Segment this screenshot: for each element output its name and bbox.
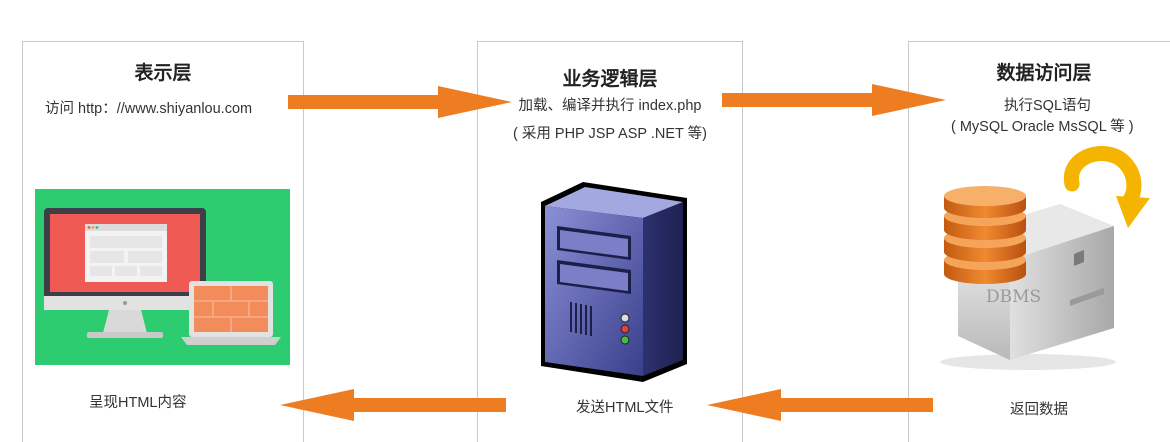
refresh-arrow-icon — [1064, 146, 1150, 228]
business-layer-line2: ( 采用 PHP JSP ASP .NET 等) — [513, 126, 707, 142]
business-layer-title: 业务逻辑层 — [562, 69, 658, 90]
presentation-layer-subtitle: 访问 http：//www.shiyanlou.com — [45, 101, 253, 117]
business-layer-bottom-text: 发送HTML文件 — [576, 400, 674, 416]
computer-illustration — [35, 189, 290, 365]
presentation-layer-bottom-text: 呈现HTML内容 — [89, 395, 187, 411]
business-logic-layer-panel: 业务逻辑层 加载、编译并执行 index.php ( 采用 PHP JSP AS… — [477, 41, 743, 442]
response-arrow-1 — [280, 389, 506, 421]
response-arrow-2 — [707, 389, 933, 421]
request-arrow-2 — [722, 84, 946, 116]
request-arrow-1 — [288, 86, 512, 118]
database-server-icon: DBMS — [940, 186, 1116, 370]
presentation-layer-title: 表示层 — [134, 63, 192, 84]
data-layer-bottom-text: 返回数据 — [1010, 402, 1068, 418]
data-layer-title: 数据访问层 — [996, 63, 1092, 84]
svg-text:DBMS: DBMS — [986, 287, 1041, 307]
business-layer-line1: 加载、编译并执行 index.php — [518, 98, 702, 114]
data-layer-line1: 执行SQL语句 — [1004, 98, 1092, 114]
server-tower-icon — [541, 182, 687, 382]
data-layer-line2: ( MySQL Oracle MsSQL 等 ) — [951, 119, 1134, 135]
